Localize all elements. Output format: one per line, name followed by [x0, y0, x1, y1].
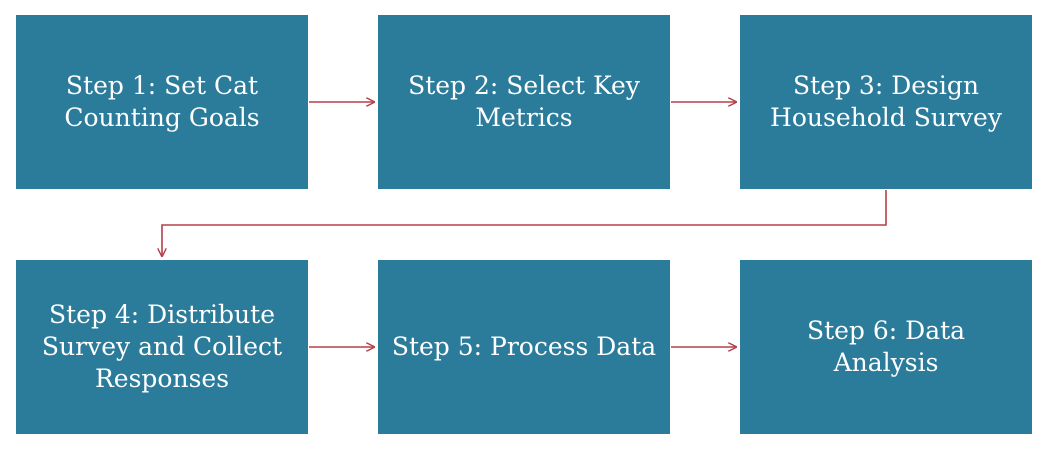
step-box-5: Step 5: Process Data	[378, 260, 670, 434]
step-box-1: Step 1: Set Cat Counting Goals	[16, 15, 308, 189]
arrow-step3-to-step4	[162, 190, 887, 256]
step-box-4: Step 4: Distribute Survey and Collect Re…	[16, 260, 308, 434]
step-label-6: Step 6: Data Analysis	[806, 316, 966, 377]
step-label-4: Step 4: Distribute Survey and Collect Re…	[41, 300, 283, 393]
step-label-1: Step 1: Set Cat Counting Goals	[64, 71, 260, 132]
step-label-3: Step 3: Design Household Survey	[770, 71, 1002, 132]
step-box-2: Step 2: Select Key Metrics	[378, 15, 670, 189]
step-box-6: Step 6: Data Analysis	[740, 260, 1032, 434]
step-label-5: Step 5: Process Data	[391, 332, 657, 361]
step-label-2: Step 2: Select Key Metrics	[408, 71, 640, 132]
step-box-3: Step 3: Design Household Survey	[740, 15, 1032, 189]
